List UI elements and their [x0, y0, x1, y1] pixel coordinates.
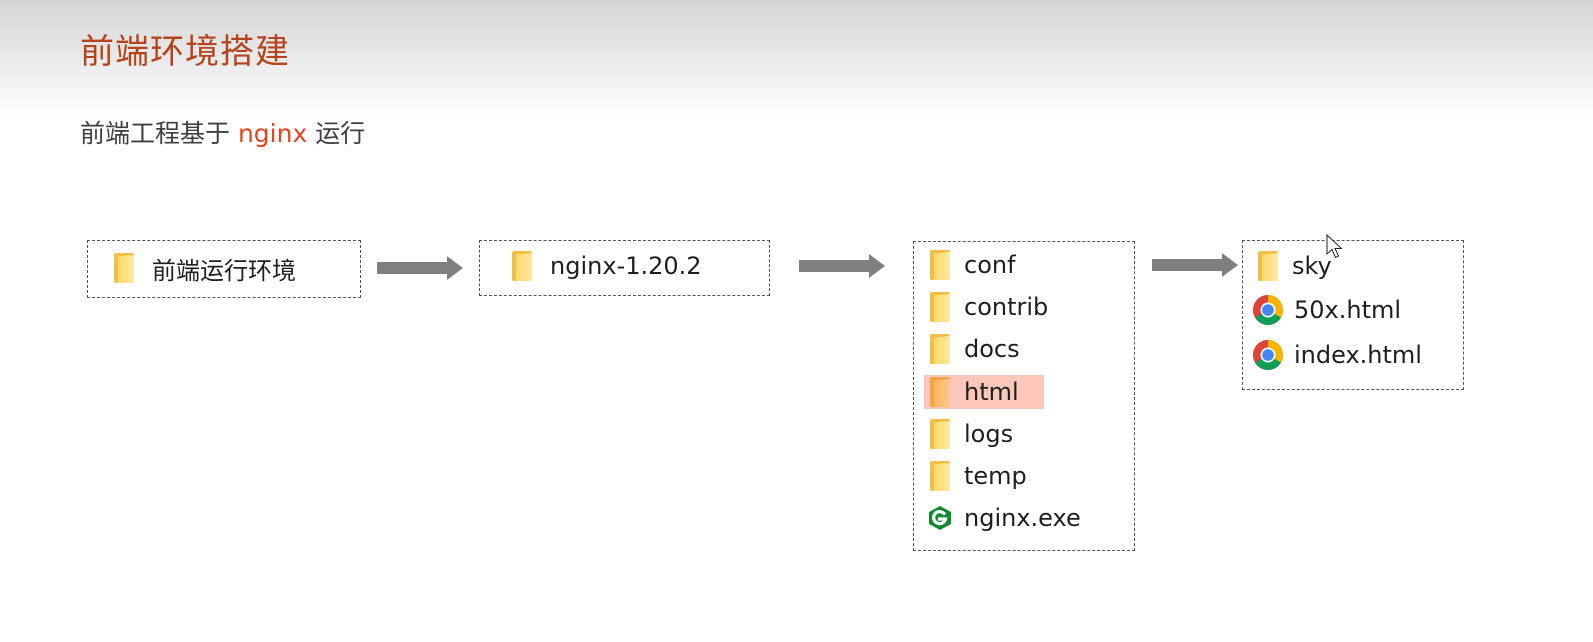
subtitle-highlight: nginx	[237, 119, 308, 148]
step2-label: nginx-1.20.2	[550, 252, 702, 280]
item-label: 50x.html	[1294, 296, 1402, 324]
folder-icon	[930, 292, 950, 322]
step3-item-contrib: contrib	[930, 289, 1048, 325]
folder-icon	[114, 253, 134, 283]
step4-item-sky: sky	[1258, 248, 1332, 284]
mouse-cursor-icon	[1326, 234, 1343, 259]
subtitle-prefix: 前端工程基于	[80, 119, 238, 148]
step1-box	[87, 240, 361, 298]
item-label: index.html	[1294, 341, 1422, 369]
subtitle: 前端工程基于 nginx 运行	[80, 114, 365, 150]
step1-item: 前端运行环境	[114, 250, 296, 286]
step3-item-nginx-exe: nginx.exe	[927, 500, 1081, 536]
chrome-icon	[1252, 340, 1284, 371]
folder-icon	[512, 251, 532, 281]
step3-item-docs: docs	[930, 331, 1020, 367]
item-label: nginx.exe	[964, 504, 1081, 532]
step1-label: 前端运行环境	[152, 256, 296, 285]
step4-box	[1242, 240, 1464, 390]
step3-box	[913, 241, 1135, 551]
folder-icon	[930, 461, 950, 491]
item-label: logs	[964, 420, 1014, 448]
subtitle-suffix: 运行	[307, 119, 366, 148]
step3-item-conf: conf	[930, 247, 1016, 283]
step4-item-index: index.html	[1252, 337, 1422, 373]
slide-title: 前端环境搭建	[80, 32, 290, 72]
folder-icon	[930, 377, 950, 407]
arrow-1	[377, 256, 463, 280]
item-label: contrib	[964, 293, 1049, 321]
chrome-icon	[1252, 295, 1284, 326]
item-label: conf	[964, 251, 1016, 279]
folder-icon	[930, 250, 950, 280]
item-label: docs	[964, 335, 1020, 363]
step3-item-logs: logs	[930, 416, 1013, 452]
folder-icon	[930, 334, 950, 364]
step4-item-50x: 50x.html	[1252, 292, 1401, 328]
step3-item-temp: temp	[930, 458, 1027, 494]
step2-box	[479, 240, 770, 296]
header-band	[0, 0, 1593, 118]
folder-icon	[1258, 251, 1278, 281]
step2-item: nginx-1.20.2	[512, 248, 702, 284]
arrow-3	[1152, 253, 1238, 277]
folder-icon	[930, 419, 950, 449]
item-label: html	[964, 378, 1019, 406]
step3-item-html: html	[924, 374, 1044, 410]
nginx-logo-icon	[929, 506, 951, 530]
arrow-2	[799, 254, 885, 278]
item-label: sky	[1292, 252, 1332, 280]
item-label: temp	[964, 462, 1027, 490]
